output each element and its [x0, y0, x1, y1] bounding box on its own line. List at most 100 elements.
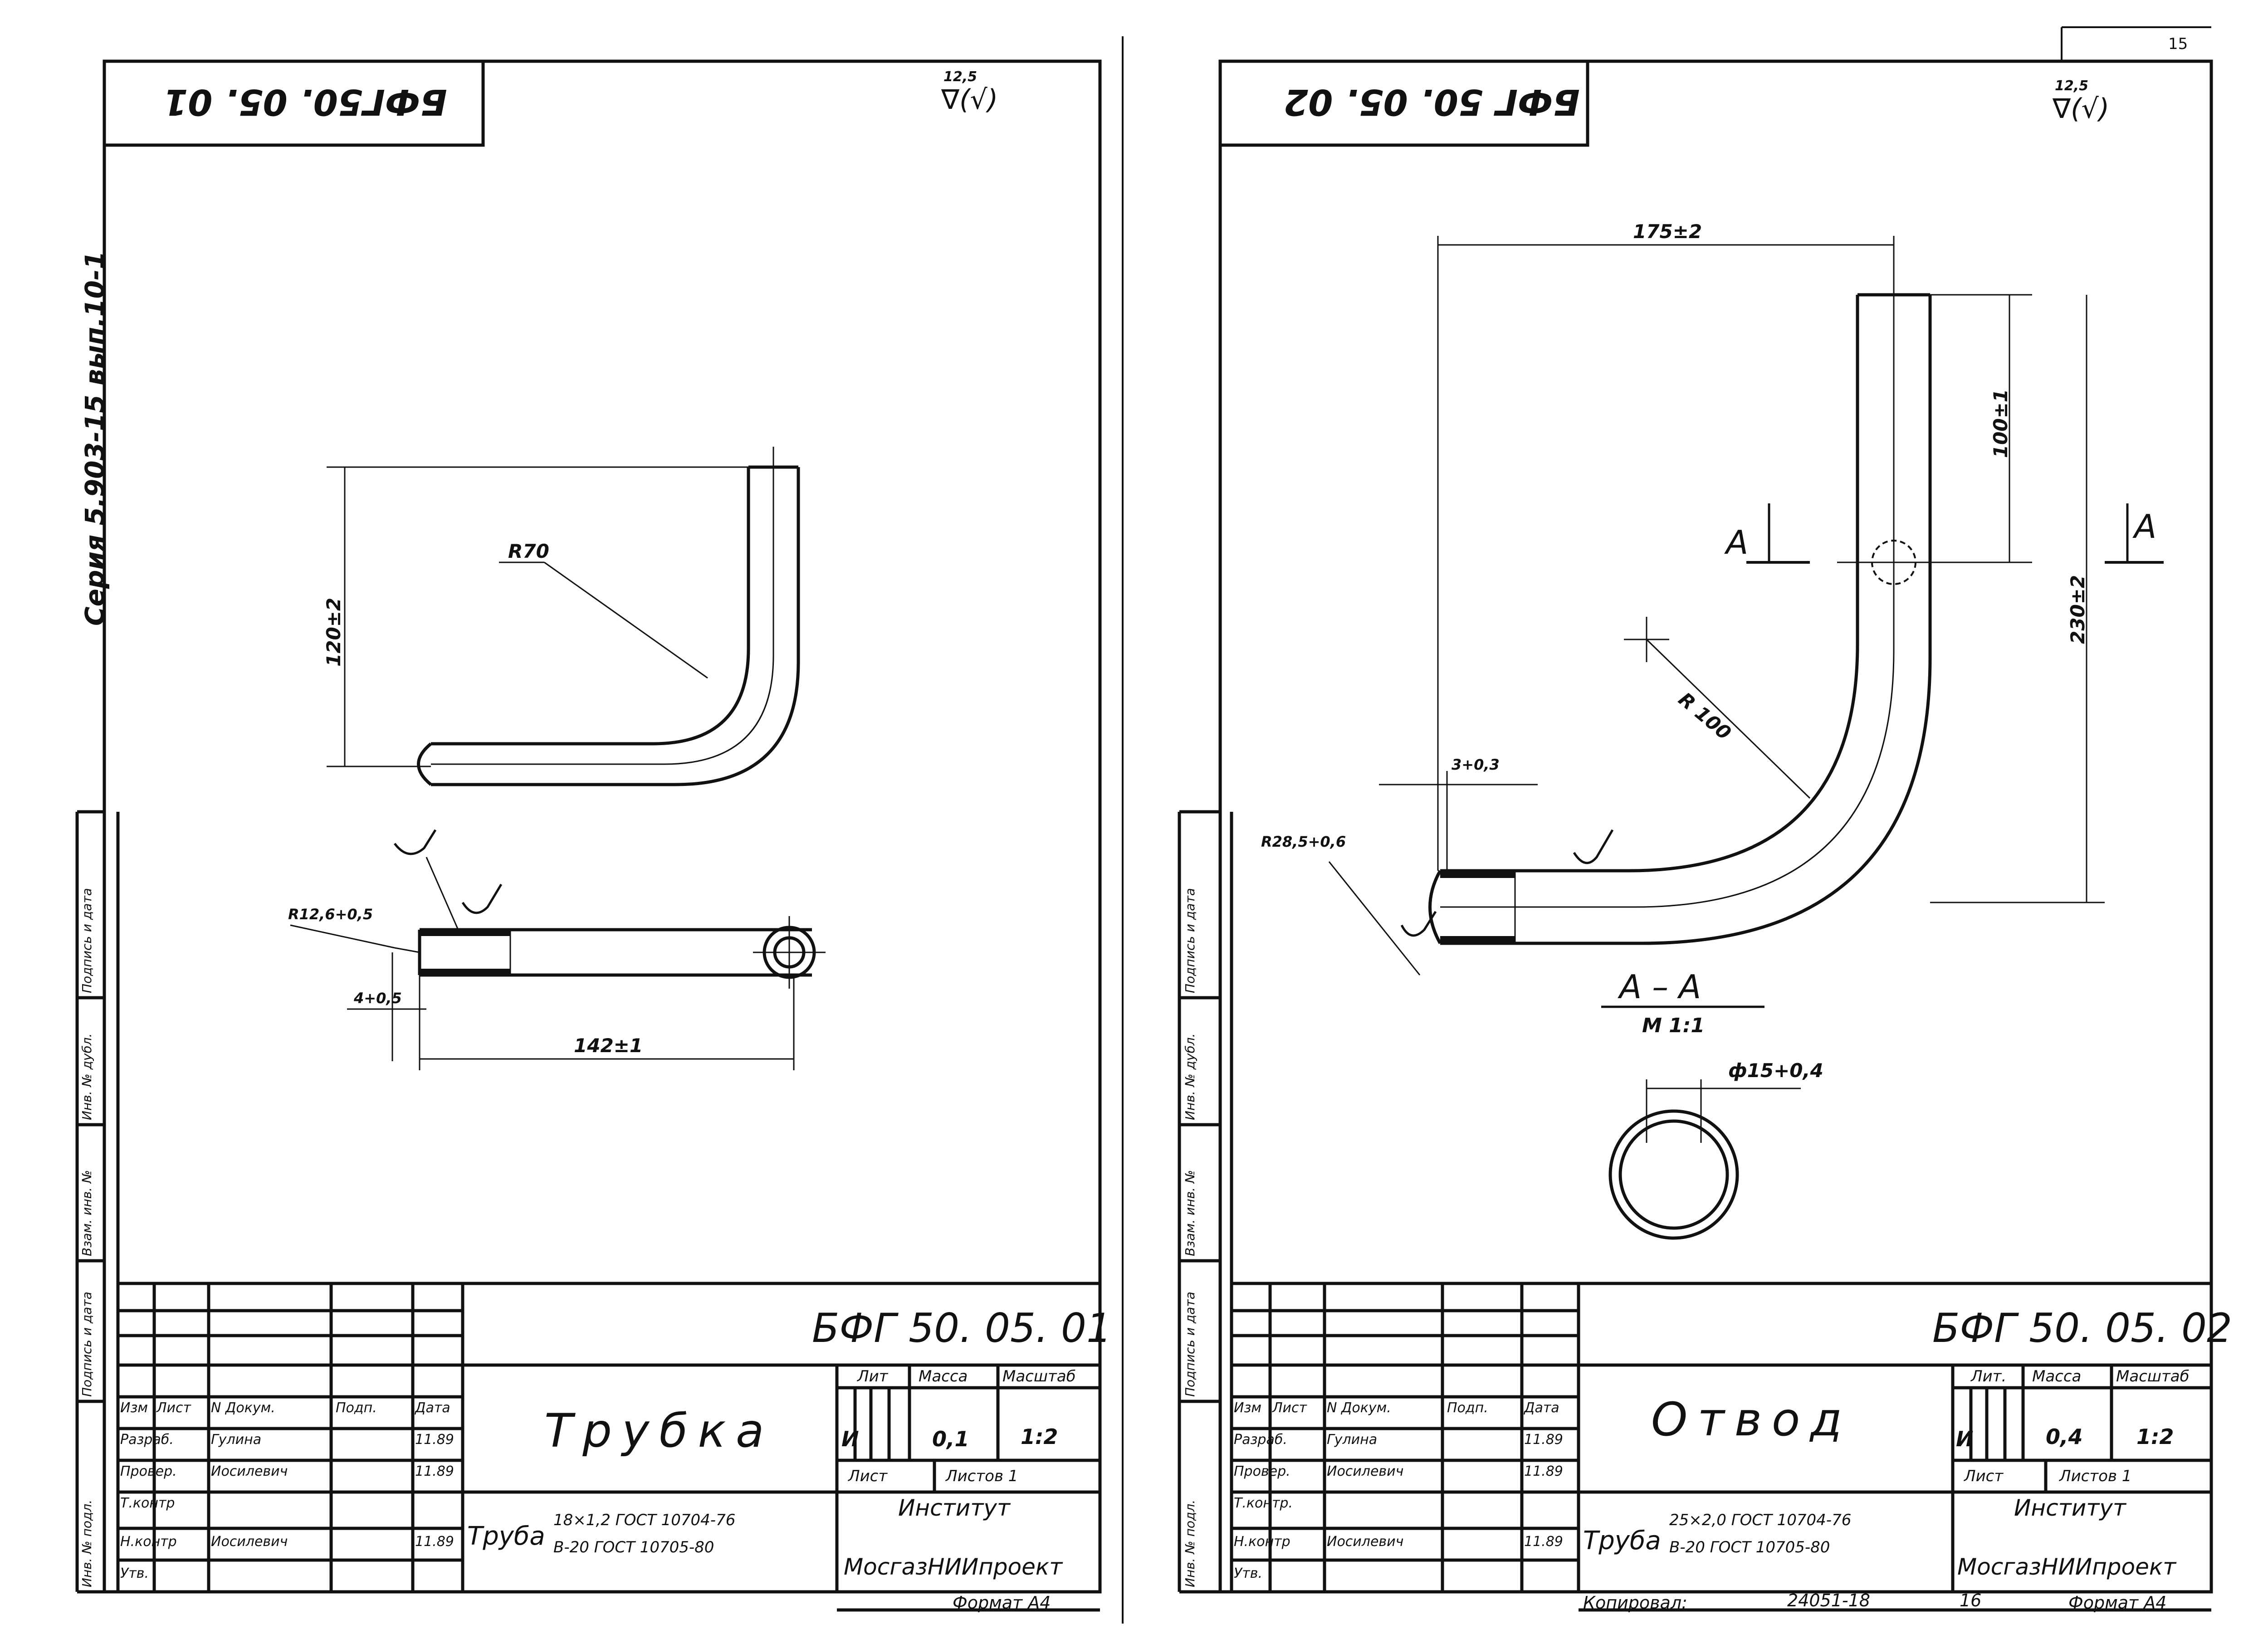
side-stamp-5b: Инв. № подл. [1183, 1499, 1198, 1587]
sheet2-col-izm: Изм [1234, 1400, 1262, 1416]
sheet2-hdr-lit: Лит. [1971, 1367, 2007, 1385]
sheet1-sig2-name: Иосилевич [211, 1463, 288, 1479]
side-stamp-1b: Подпись и дата [1183, 888, 1198, 993]
sheet1-dim-offset: 4+0,5 [354, 990, 402, 1007]
sheet2-page-index: 16 [1960, 1590, 1982, 1610]
sheet2-frame [1218, 59, 2213, 1594]
sheet1-mass-value: 0,1 [932, 1427, 969, 1451]
sheet2-format: Формат А4 [2068, 1593, 2167, 1613]
sheet1-hdr-scale: Масштаб [1002, 1367, 1076, 1385]
sheet2-dim-diameter: ф15+0,4 [1728, 1059, 1823, 1082]
sheet2-sig1-role: Разраб. [1234, 1432, 1287, 1448]
sheet1-hdr-lit: Лит [857, 1367, 888, 1385]
sheet1-sig3-role: Т.контр [120, 1495, 175, 1511]
sheet1-pipe-label: Труба [467, 1522, 545, 1551]
sheet2-hdr-sheet: Лист [1964, 1467, 2004, 1485]
sheet2-sig1-date: 11.89 [1524, 1432, 1563, 1448]
sheet1-scale-value: 1:2 [1021, 1424, 1058, 1449]
side-stamp-2b: Инв. № дубл. [1183, 1033, 1198, 1120]
sheet2-sig1-name: Гулина [1327, 1432, 1378, 1448]
sheet2-roughness-value: 12,5 [2055, 78, 2089, 94]
sheet1-hdr-mass: Масса [919, 1367, 968, 1385]
sheet1-sig1-name: Гулина [211, 1432, 262, 1448]
sheet2-section-title: А – А [1619, 968, 1701, 1006]
sheet1-code-box [104, 61, 485, 147]
sheet1-col-sign: Подп. [336, 1400, 377, 1416]
sheet1-org-line2: МосгазНИИпроект [844, 1554, 1063, 1580]
sheet2-pipe-spec-bottom: В-20 ГОСТ 10705-80 [1669, 1538, 1830, 1556]
sheet2-title-block [1230, 1282, 2213, 1594]
sheet1-code-flipped: БФГ50. 05. 01 [163, 81, 447, 122]
side-stamp-4: Подпись и дата [79, 1292, 94, 1397]
sheet1-title-block [116, 1282, 1102, 1594]
sheet2-tube-inner [1440, 295, 1859, 873]
sheet1-col-date: Дата [415, 1400, 450, 1416]
sheet2-section-ring-outer [1608, 1109, 1739, 1240]
sheet2-pipe-label: Труба [1583, 1526, 1661, 1556]
sheet2-scale-value: 1:2 [2136, 1424, 2174, 1449]
sheet2-sig4-date: 11.89 [1524, 1534, 1563, 1550]
sheet1-hdr-sheet: Лист [848, 1467, 888, 1485]
sheet1-col-doc: N Докум. [211, 1400, 275, 1416]
sheet2-dim-width: 175±2 [1633, 220, 1702, 243]
page-number: 15 [2168, 35, 2188, 53]
sheet2-code-flipped: БФГ 50. 05. 02 [1284, 81, 1580, 122]
sheet2-doc-number: БФГ 50. 05. 02 [1932, 1305, 2232, 1351]
sheet1-sig1-role: Разраб. [120, 1432, 174, 1448]
sheet2-sig4-role: Н.контр [1234, 1534, 1290, 1550]
sheet2-section-mark-left: А [1726, 523, 1749, 561]
sheet1-pipe-spec-bottom: В-20 ГОСТ 10705-80 [553, 1538, 714, 1556]
sheet2-mass-value: 0,4 [2046, 1424, 2083, 1449]
sheet2-sig4-name: Иосилевич [1327, 1534, 1404, 1550]
sheet2-pipe-spec-top: 25×2,0 ГОСТ 10704-76 [1669, 1511, 1852, 1529]
sheet1-sig5-role: Утв. [120, 1566, 149, 1581]
sheet1-frame [103, 59, 1102, 1594]
sheet1-dim-end-radius: R12,6+0,5 [288, 906, 373, 923]
sheet2-order: 24051-18 [1787, 1590, 1870, 1610]
sheet2-dim-top: 100±1 [1989, 389, 2012, 458]
sheet1-roughness-symbol: ∇(√) [941, 84, 998, 116]
sheet2-roughness-symbol: ∇(√) [2053, 93, 2110, 125]
sheet1-sig4-date: 11.89 [415, 1534, 454, 1550]
sheet1-col-list: Лист [156, 1400, 191, 1416]
sheet1-sig2-date: 11.89 [415, 1463, 454, 1479]
sheet2-sig2-date: 11.89 [1524, 1463, 1563, 1479]
side-stamp-1: Подпись и дата [79, 888, 94, 993]
sheet2-section-mark-right: А [2134, 507, 2157, 546]
sheet1-dim-height: 120±2 [323, 597, 345, 667]
sheet1-pipe-spec-top: 18×1,2 ГОСТ 10704-76 [553, 1511, 736, 1529]
side-stamp-4b: Подпись и дата [1183, 1292, 1198, 1397]
sheet1-sig4-name: Иосилевич [211, 1534, 288, 1550]
sheet2-org-line2: МосгазНИИпроект [1957, 1554, 2176, 1580]
sheet2-dim-end-radius: R28,5+0,6 [1261, 833, 1346, 850]
sheet1-dim-length: 142±1 [574, 1034, 643, 1057]
sheet1-dim-radius: R70 [508, 540, 549, 562]
series-label: Серия 5.903-15 вып.10-1 [79, 251, 110, 626]
sheet1-sig4-role: Н.контр [120, 1534, 177, 1550]
sheet1-col-izm: Изм [120, 1400, 148, 1416]
side-stamp-2: Инв. № дубл. [79, 1033, 94, 1120]
side-stamp-3b: Взам. инв. № [1183, 1170, 1198, 1256]
sheet2-code-box [1220, 61, 1589, 147]
sheet2-sig2-name: Иосилевич [1327, 1463, 1404, 1479]
sheet1-format: Формат А4 [953, 1593, 1051, 1613]
sheet2-col-list: Лист [1272, 1400, 1307, 1416]
sheet2-copied: Копировал: [1583, 1593, 1687, 1613]
sheet2-lit-value: И [1956, 1427, 1974, 1451]
sheet2-dim-height: 230±2 [2067, 575, 2089, 644]
sheet1-title: Трубка [544, 1404, 774, 1458]
sheet2-title: Отвод [1651, 1393, 1852, 1447]
sheet1-doc-number: БФГ 50. 05. 01 [812, 1305, 1112, 1351]
side-stamp-5: Инв. № подл. [79, 1499, 94, 1587]
sheet2-sig3-role: Т.контр. [1234, 1495, 1293, 1511]
sheet1-lit-value: И [841, 1427, 859, 1451]
sheet2-tube-outer [1440, 295, 1932, 945]
sheet1-roughness-value: 12,5 [943, 69, 978, 85]
sheet1-hdr-sheets: Листов 1 [946, 1467, 1018, 1485]
sheet2-section-ring-inner [1618, 1119, 1729, 1230]
sheet2-col-date: Дата [1524, 1400, 1559, 1416]
sheet1-tube-outer [431, 467, 800, 786]
sheet2-section-scale: М 1:1 [1642, 1014, 1705, 1037]
sheet2-org-line1: Институт [2014, 1495, 2126, 1521]
